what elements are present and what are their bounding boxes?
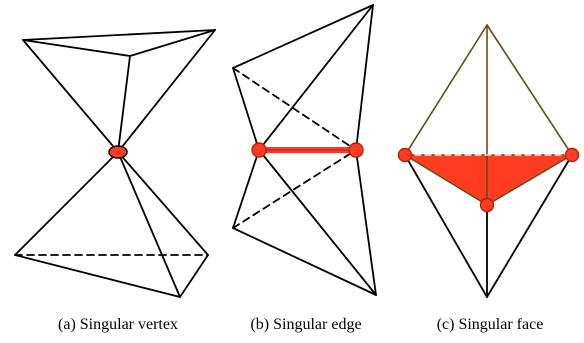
panel-singular-face	[397, 24, 580, 298]
lower-tetrahedron	[232, 149, 377, 296]
lower-tetrahedron	[404, 154, 573, 298]
singular-vertex-marker	[108, 145, 128, 159]
upper-tetrahedron	[232, 4, 374, 151]
singular-face-right-vertex	[564, 147, 580, 163]
caption-singular-edge: (b) Singular edge	[250, 316, 362, 333]
panel-singular-edge	[232, 4, 377, 296]
upper-tetrahedron	[22, 29, 216, 153]
caption-singular-vertex: (a) Singular vertex	[58, 316, 178, 333]
panel-singular-vertex	[14, 29, 216, 298]
upper-tetrahedron	[404, 24, 573, 206]
singular-edge-right-vertex	[348, 142, 364, 158]
singular-face-left-vertex	[397, 147, 413, 163]
singular-edge-left-vertex	[251, 142, 267, 158]
singular-face-front-vertex	[479, 197, 495, 213]
caption-singular-face: (c) Singular face	[436, 316, 544, 333]
lower-tetrahedron	[14, 151, 209, 298]
